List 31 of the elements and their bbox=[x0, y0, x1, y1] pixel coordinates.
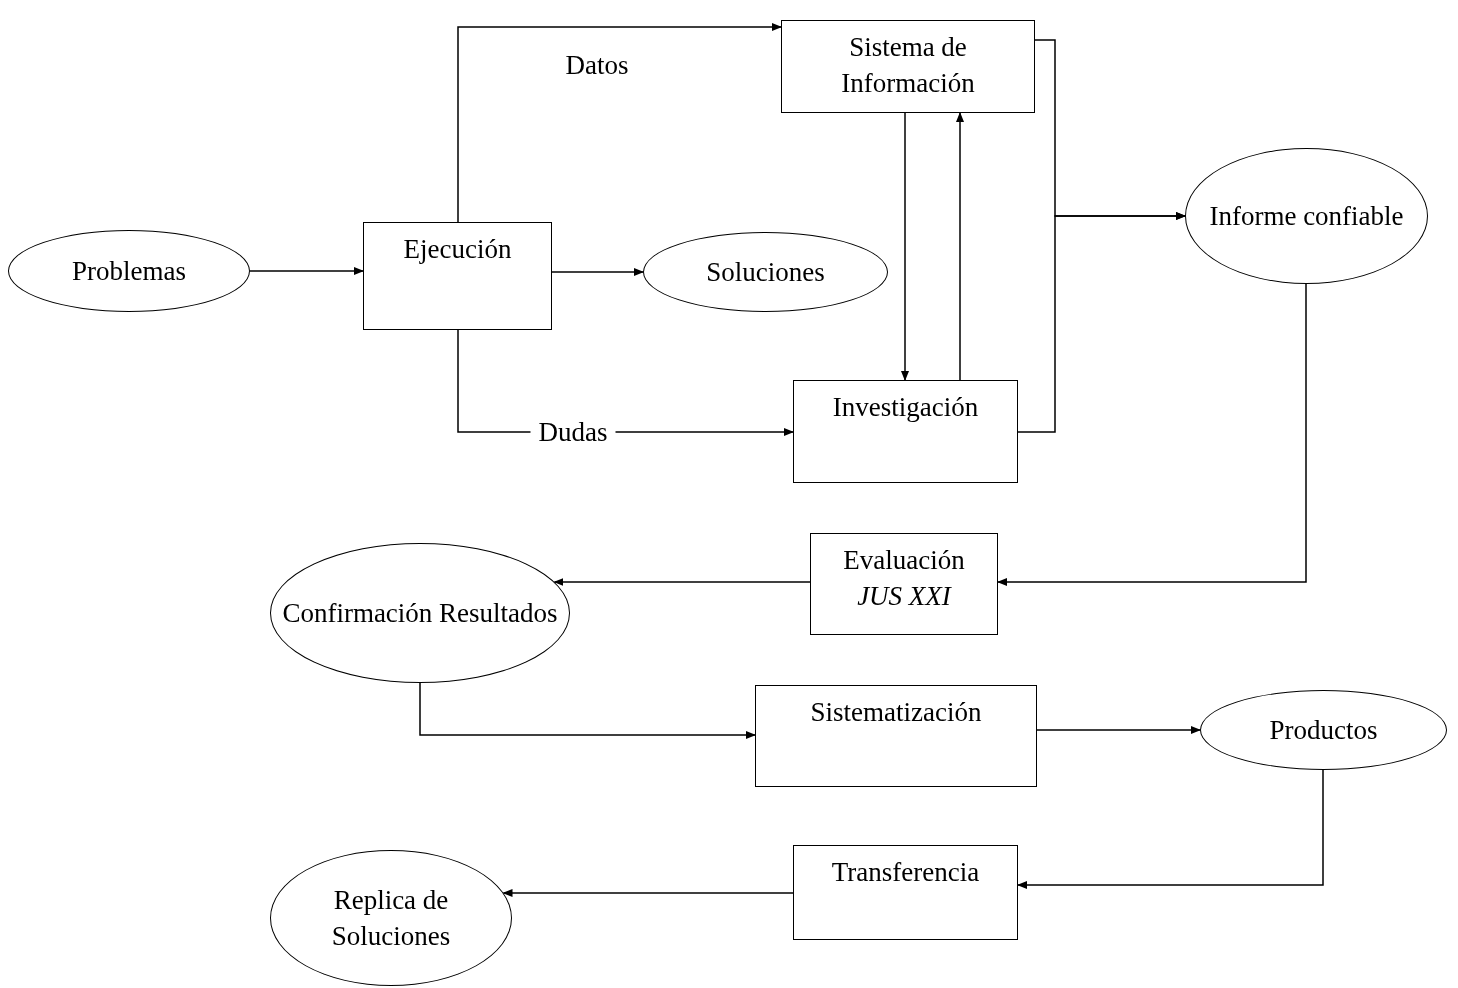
arrow bbox=[457, 23, 782, 223]
node-label: Sistema de Información bbox=[840, 31, 976, 100]
arrow bbox=[419, 682, 756, 739]
node-label: Evaluación bbox=[843, 544, 965, 577]
node-label: JUS XXI bbox=[857, 580, 951, 613]
node-label: Transferencia bbox=[831, 856, 980, 889]
process-box bbox=[793, 845, 1018, 940]
process-box bbox=[810, 533, 998, 635]
arrow bbox=[997, 283, 1307, 586]
node-label: Sistematización bbox=[810, 696, 982, 729]
process-box bbox=[755, 685, 1037, 787]
arrow bbox=[956, 112, 964, 381]
arrow bbox=[1036, 726, 1201, 734]
node-label: Confirmación Resultados bbox=[282, 597, 558, 630]
process-box bbox=[793, 380, 1018, 483]
node-label: Soluciones bbox=[706, 256, 825, 289]
arrow bbox=[1017, 769, 1324, 889]
arrow bbox=[502, 889, 794, 897]
node-label: Ejecución bbox=[403, 233, 512, 266]
arrow bbox=[249, 267, 364, 275]
arrow bbox=[551, 268, 644, 276]
node-label: Problemas bbox=[72, 255, 186, 288]
arrow bbox=[553, 578, 811, 586]
arrow bbox=[901, 112, 909, 381]
node-label: Productos bbox=[1269, 714, 1378, 747]
process-box bbox=[781, 20, 1035, 113]
arrow bbox=[1017, 212, 1186, 433]
node-label: Informe confiable bbox=[1209, 200, 1404, 233]
process-box bbox=[363, 222, 552, 330]
node-label: Replica de Soluciones bbox=[330, 884, 452, 953]
node-label: Investigación bbox=[832, 391, 979, 424]
